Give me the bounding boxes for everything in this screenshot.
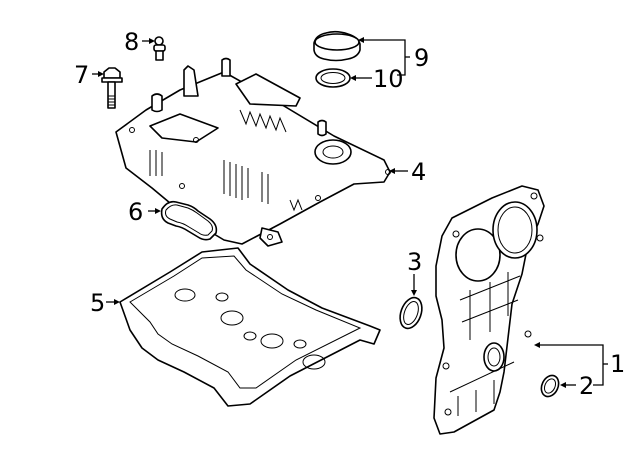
callout-2: 2 — [579, 372, 594, 400]
pcv-valve-part[interactable] — [153, 36, 166, 61]
oil-filler-cap-part[interactable] — [313, 30, 361, 62]
leader-lines — [92, 37, 608, 388]
callout-3: 3 — [407, 248, 422, 276]
seal-ring-part[interactable] — [396, 295, 426, 332]
valve-cover-gasket-part[interactable] — [119, 247, 381, 407]
small-gasket-part[interactable] — [160, 200, 218, 241]
timing-cover-oil-seal-part[interactable] — [538, 373, 562, 400]
callout-6: 6 — [128, 198, 143, 226]
cap-gasket-part[interactable] — [315, 68, 351, 88]
callout-1: 1 — [610, 350, 625, 378]
bolt-part[interactable] — [101, 67, 123, 109]
callout-8: 8 — [124, 28, 139, 56]
callout-4: 4 — [411, 158, 426, 186]
callout-7: 7 — [74, 61, 89, 89]
callout-9: 9 — [414, 44, 429, 72]
callout-10: 10 — [373, 65, 404, 93]
valve-cover-part[interactable] — [115, 57, 391, 247]
callout-labels: 1 2 3 4 5 6 7 8 9 10 — [74, 28, 625, 400]
callout-5: 5 — [90, 289, 105, 317]
timing-cover-part[interactable] — [433, 185, 545, 435]
